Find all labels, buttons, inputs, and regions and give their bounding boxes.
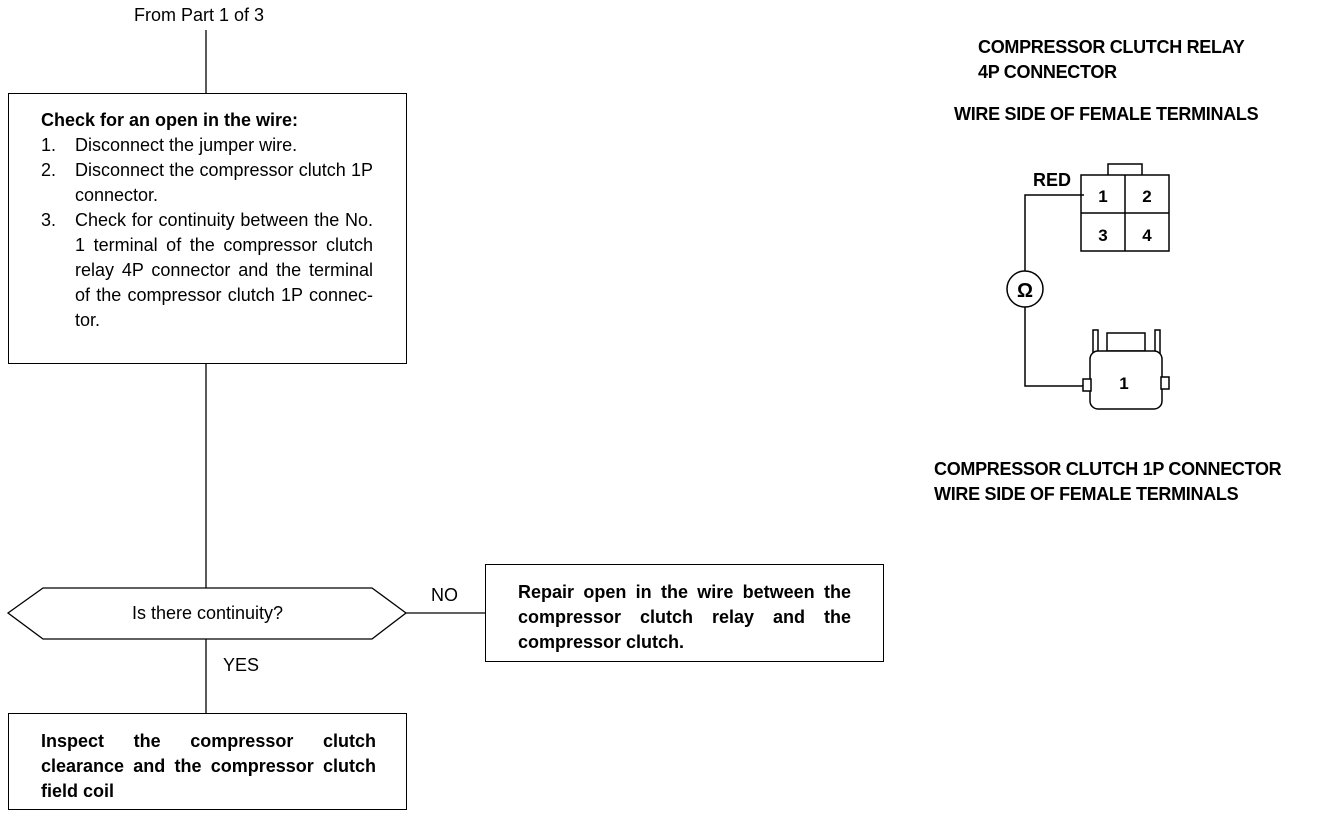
relay-terminal-4: 4 xyxy=(1142,226,1152,245)
repair-box: Repair open in the wire between the comp… xyxy=(485,564,884,662)
step-number: 2. xyxy=(41,160,57,180)
decision-diamond xyxy=(6,587,408,640)
decision-question: Is there continuity? xyxy=(131,603,284,623)
inspect-box: Inspect the compressor clutch clearance … xyxy=(8,713,407,810)
check-step-2: 2. Disconnect the compressor clutch 1P c… xyxy=(41,158,373,208)
yes-label: YES xyxy=(223,655,260,675)
test-lead-lower xyxy=(1024,307,1090,387)
relay-4p-connector: 1 2 3 4 xyxy=(1080,163,1170,252)
step-text: Disconnect the compressor clutch 1P conn… xyxy=(75,160,373,205)
from-part-label: From Part 1 of 3 xyxy=(134,5,265,25)
ohmmeter-symbol: Ω xyxy=(1017,280,1033,302)
clutch-1p-connector: 1 xyxy=(1082,329,1170,410)
connector-wiring-diagram: 1 2 3 4 RED Ω 1 xyxy=(1006,163,1170,410)
relay-connector-title-2: 4P CONNECTOR xyxy=(978,62,1117,82)
wire-color-label: RED xyxy=(1033,170,1071,190)
clutch-terminal-1: 1 xyxy=(1119,374,1128,393)
relay-connector-title-1: COMPRESSOR CLUTCH RELAY xyxy=(978,37,1245,57)
relay-terminal-1: 1 xyxy=(1098,187,1107,206)
test-lead-upper xyxy=(1024,194,1084,271)
check-box-title: Check for an open in the wire: xyxy=(41,110,299,130)
step-text: Check for continuity between the No. 1 t… xyxy=(75,210,373,330)
clutch-connector-title: COMPRESSOR CLUTCH 1P CONNECTOR xyxy=(934,459,1282,479)
step-text: Disconnect the jumper wire. xyxy=(75,135,298,155)
relay-terminal-3: 3 xyxy=(1098,226,1107,245)
check-step-1: 1. Disconnect the jumper wire. xyxy=(41,133,373,158)
relay-terminal-2: 2 xyxy=(1142,187,1151,206)
relay-wire-side-label: WIRE SIDE OF FEMALE TERMINALS xyxy=(954,104,1259,124)
check-open-wire-box: Check for an open in the wire: 1. Discon… xyxy=(8,93,407,364)
clutch-wire-side-label: WIRE SIDE OF FEMALE TERMINALS xyxy=(934,484,1239,504)
check-step-3: 3. Check for continuity between the No. … xyxy=(41,208,373,333)
step-number: 1. xyxy=(41,135,57,155)
step-number: 3. xyxy=(41,210,57,230)
relay-connector-latch xyxy=(1107,163,1143,177)
no-label: NO xyxy=(431,585,458,605)
